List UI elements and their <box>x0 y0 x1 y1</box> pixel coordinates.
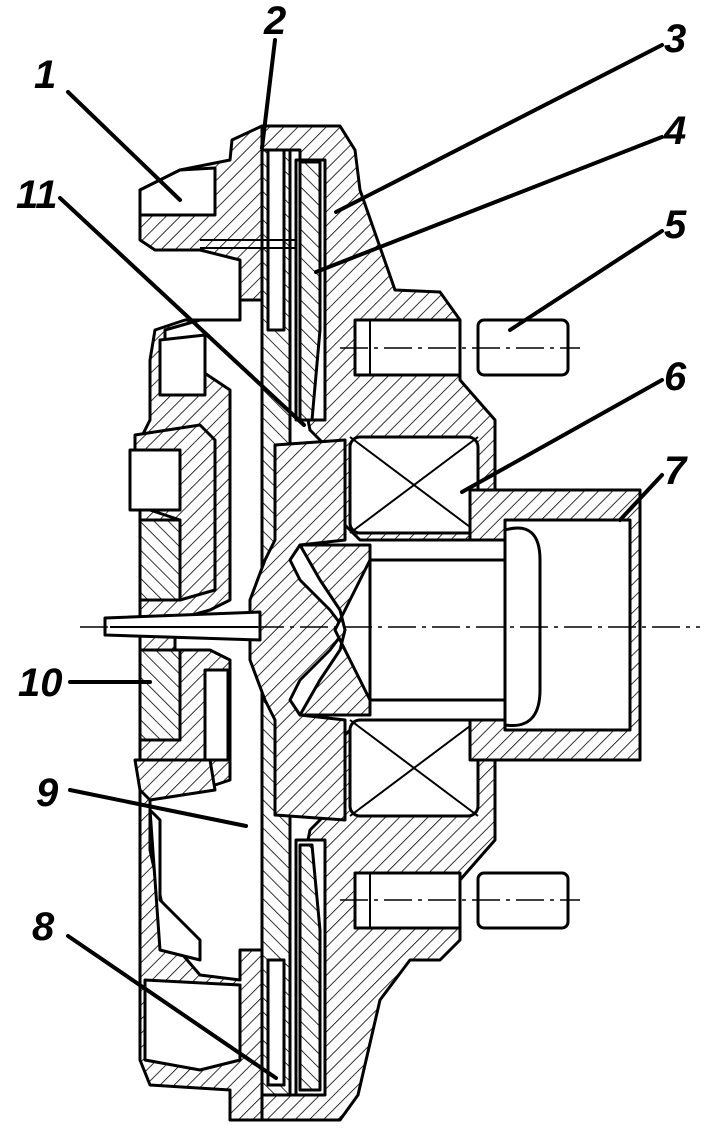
drum-housing <box>138 124 264 1122</box>
leader-6 <box>460 378 664 494</box>
callout-1: 1 <box>34 53 56 97</box>
callout-3: 3 <box>664 17 686 61</box>
bearing-upper <box>348 435 480 535</box>
callout-7: 7 <box>664 449 688 493</box>
callout-6: 6 <box>664 355 687 399</box>
leader-4 <box>314 135 664 274</box>
bearing-lower <box>348 718 480 818</box>
leader-8 <box>66 934 278 1080</box>
callout-9: 9 <box>36 771 59 815</box>
hub-body <box>248 438 507 822</box>
leader-lines <box>58 38 664 1080</box>
leader-1 <box>66 90 182 202</box>
leader-11 <box>58 196 306 427</box>
hub-cap <box>468 488 642 762</box>
callout-8: 8 <box>32 905 55 949</box>
leader-7 <box>618 473 664 522</box>
callout-labels: 1 2 3 4 5 6 7 8 9 10 11 <box>16 0 688 949</box>
leader-9 <box>68 788 248 828</box>
callout-11: 11 <box>16 173 58 217</box>
callout-4: 4 <box>663 109 686 153</box>
leader-3 <box>334 43 664 214</box>
callout-10: 10 <box>18 661 63 705</box>
callout-2: 2 <box>263 0 286 43</box>
adjuster-gear <box>103 423 262 802</box>
leader-5 <box>508 229 664 332</box>
leader-2 <box>260 38 277 150</box>
callout-5: 5 <box>664 203 687 247</box>
